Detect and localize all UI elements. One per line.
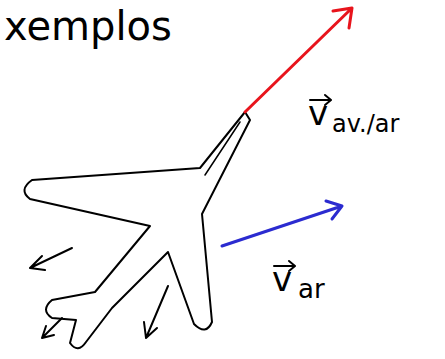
force-arrow: [42, 318, 62, 338]
vector-subscript: ar: [298, 276, 325, 302]
velocity-arrow: [245, 8, 352, 112]
velocity-arrow: [222, 201, 342, 246]
fuselage-line: [205, 122, 240, 175]
force-arrow: [30, 248, 72, 270]
vector-symbol: v: [308, 96, 328, 130]
airplane-outline: [24, 112, 250, 348]
force-arrow: [144, 286, 168, 338]
heading: xemplos: [4, 6, 172, 46]
vector-subscript: av./ar: [332, 112, 399, 136]
vector-symbol: v: [272, 262, 292, 296]
